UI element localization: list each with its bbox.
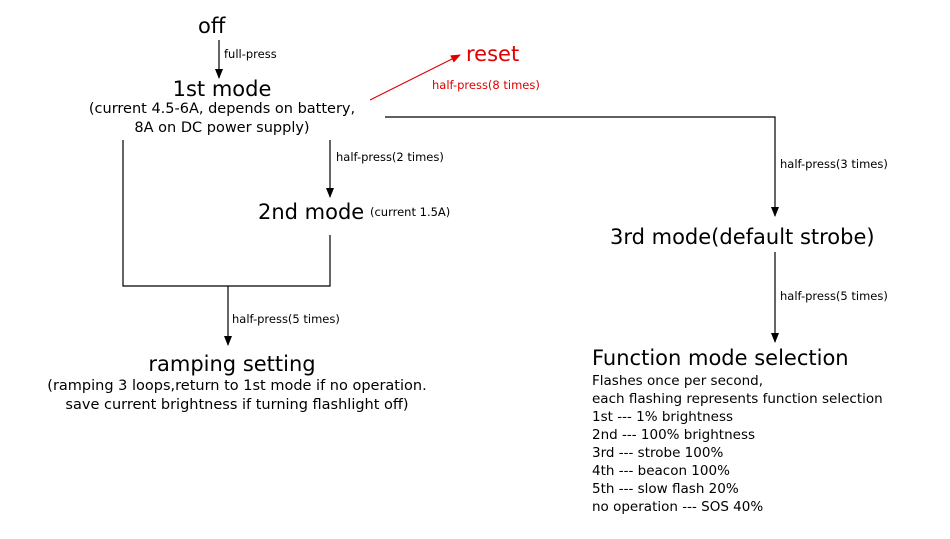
arrow-mode1-to-mode3	[385, 116, 779, 217]
node-off: off	[198, 14, 226, 38]
edge-label-reset: half-press(8 times)	[432, 78, 540, 92]
node-ramping-desc-line2: save current brightness if turning flash…	[65, 397, 409, 413]
function-line: Flashes once per second,	[592, 373, 763, 389]
function-line: 2nd --- 100% brightness	[592, 427, 756, 443]
node-mode1-desc-line2: 8A on DC power supply)	[134, 120, 310, 136]
function-line: no operation --- SOS 40%	[592, 499, 764, 515]
arrow-mode1-to-reset	[369, 54, 461, 101]
node-mode2-note: (current 1.5A)	[370, 205, 451, 219]
edge-label-full-press: full-press	[224, 47, 277, 61]
edge-label-mode2: half-press(2 times)	[336, 150, 444, 164]
node-mode1-desc-line1: (current 4.5-6A, depends on battery,	[88, 101, 356, 117]
function-line: 1st --- 1% brightness	[592, 409, 734, 425]
node-reset: reset	[466, 42, 520, 66]
edge-label-mode3: half-press(3 times)	[780, 157, 888, 171]
node-ramping-title: ramping setting	[148, 352, 316, 376]
function-line: 4th --- beacon 100%	[592, 463, 730, 479]
edge-label-function: half-press(5 times)	[780, 289, 888, 303]
node-mode1-title: 1st mode	[172, 77, 272, 101]
function-list: Flashes once per second, each flashing r…	[592, 372, 883, 516]
node-ramping-desc-line1: (ramping 3 loops,return to 1st mode if n…	[47, 378, 427, 394]
function-line: each flashing represents function select…	[592, 391, 883, 407]
function-line: 3rd --- strobe 100%	[592, 445, 724, 461]
function-line: 5th --- slow flash 20%	[592, 481, 739, 497]
node-mode3-title: 3rd mode(default strobe)	[610, 225, 875, 249]
node-function-title: Function mode selection	[592, 346, 849, 370]
node-mode2-title: 2nd mode	[258, 200, 365, 224]
edge-label-ramping: half-press(5 times)	[232, 312, 340, 326]
bracket-modes-to-ramping	[122, 140, 331, 287]
